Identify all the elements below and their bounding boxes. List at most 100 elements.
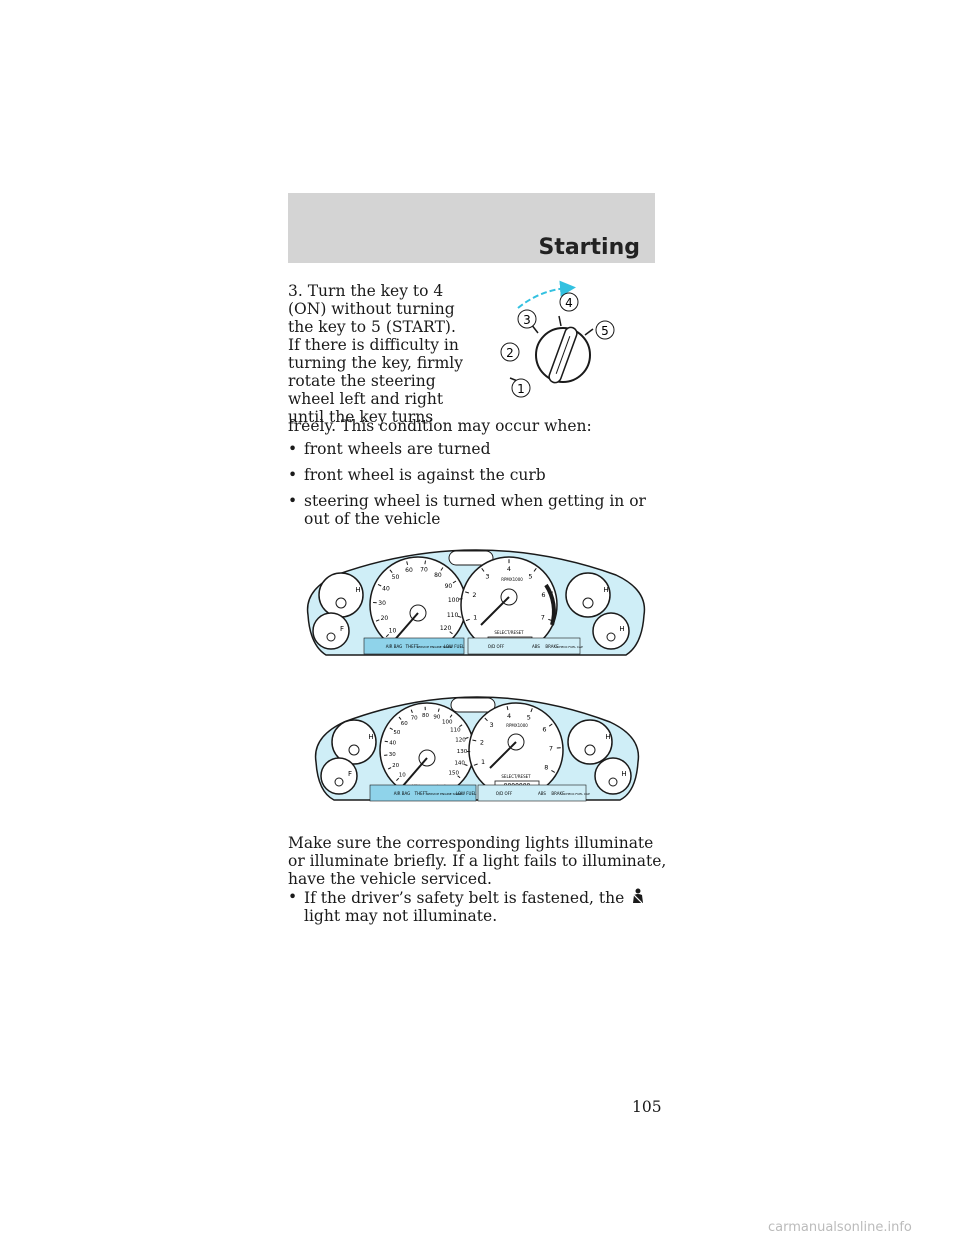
warn-abs-2: ABS [538, 791, 546, 796]
condition-list: •front wheels are turned •front wheel is… [288, 440, 668, 536]
instrument-cluster-1: H F MPH km/h FUEL DOOR RPMX1000 SELECT/R… [306, 549, 646, 656]
select-reset-label-2: SELECT/RESET [501, 774, 531, 779]
speed-numeral: 70 [411, 715, 418, 721]
warn-od-2: O/D OFF [496, 791, 513, 796]
dial-tick [459, 724, 463, 728]
speed-numeral: 120 [440, 625, 452, 632]
dial-tick [457, 775, 461, 779]
dial-tick [406, 561, 409, 566]
oil-hot-letter-1: H [619, 625, 624, 633]
dial-tick [465, 618, 470, 622]
speed-numeral: 70 [420, 567, 428, 574]
dial-tick [389, 569, 393, 574]
ignition-label-3: 3 [523, 313, 531, 327]
dial-tick [548, 591, 553, 594]
watermark: carmanualsonline.info [768, 1220, 912, 1235]
speed-numeral: 60 [405, 567, 413, 574]
step-3-text: 3. Turn the key to 4 (ON) without turnin… [288, 282, 456, 336]
dial-tick [377, 583, 382, 587]
check-lights-paragraph: Make sure the corresponding lights illum… [288, 834, 667, 888]
dial-tick [551, 769, 556, 773]
speed-numeral: 40 [389, 741, 396, 747]
instrument-cluster-2: H F MPH km/h FUEL DOOR RPMX1000 SELECT/R… [314, 696, 640, 802]
dial-tick [548, 618, 553, 622]
tach-numeral: 2 [472, 591, 476, 599]
speed-numeral: 140 [454, 760, 465, 766]
warn-theft-1: THEFT [405, 644, 419, 649]
seatbelt-icon [633, 888, 644, 904]
speed-numeral: 90 [433, 714, 440, 720]
tach-numeral: 2 [480, 738, 484, 746]
dial-tick [533, 568, 537, 572]
list-item: • If the driver’s safety belt is fastene… [288, 888, 668, 925]
tach-numeral: 6 [541, 591, 545, 599]
dial-tick [457, 615, 462, 618]
speed-numeral: 110 [447, 612, 459, 619]
warn-theft-2: THEFT [414, 791, 428, 796]
speed-numeral: 30 [389, 752, 396, 758]
speed-numeral: 80 [422, 713, 429, 719]
speed-numeral: 100 [448, 597, 460, 604]
page-number: 105 [632, 1098, 662, 1116]
speed-numeral: 120 [455, 738, 466, 744]
dial-tick [465, 591, 470, 594]
list-item: •steering wheel is turned when getting i… [288, 492, 646, 528]
dial-tick [398, 716, 402, 720]
warning-strip-left-2 [369, 784, 477, 802]
dial-tick [506, 705, 509, 711]
dial-tick [449, 631, 453, 635]
section-header: Starting [288, 193, 655, 263]
belt-note-after: light may not illuminate. [304, 907, 498, 925]
list-item: •front wheel is against the curb [288, 466, 546, 484]
speed-numeral: 20 [381, 615, 389, 622]
rpm-label-1: RPMX1000 [501, 577, 523, 582]
dial-tick [473, 763, 478, 766]
speed-numeral: 90 [445, 583, 453, 590]
tach-numeral: 8 [544, 764, 548, 772]
warn-brake-1: BRAKE [545, 644, 559, 649]
tach-numeral: 4 [507, 712, 511, 720]
dial-tick [458, 598, 463, 600]
dial-tick [410, 709, 413, 713]
warning-strip-right-1 [467, 637, 581, 655]
temp-hot-letter-1: H [355, 586, 360, 594]
dial-tick [384, 740, 388, 743]
warn-od-1: O/D OFF [488, 644, 505, 649]
tach-numeral: 5 [527, 714, 531, 722]
ignition-label-2: 2 [506, 346, 514, 360]
belt-note-before: If the driver’s safety belt is fastened,… [304, 889, 625, 907]
speed-numeral: 100 [442, 719, 453, 725]
dial-tick [465, 737, 469, 739]
warn-airbag-2: AIR BAG [394, 791, 410, 796]
speed-numeral: 150 [449, 770, 460, 776]
ignition-label-5: 5 [601, 324, 609, 338]
speed-numeral: 40 [382, 586, 390, 593]
dial-tick [452, 580, 457, 584]
tach-numeral: 3 [485, 572, 489, 580]
tach-numeral: 6 [542, 726, 546, 734]
warning-strip-left-1 [363, 637, 465, 655]
warn-lowfuel-1: LOW FUEL [444, 644, 465, 649]
tach-numeral: 7 [549, 744, 553, 752]
dial-tick [440, 567, 444, 571]
warn-lowfuel-2: LOW FUEL [456, 791, 477, 796]
speed-numeral: 10 [389, 628, 397, 635]
dial-tick [472, 739, 477, 742]
dial-tick [484, 717, 488, 722]
fuel-full-letter-2: F [348, 770, 352, 778]
fuel-full-letter-1: F [340, 625, 344, 633]
speed-numeral: 80 [434, 572, 442, 579]
warn-brake-2: BRAKE [551, 791, 565, 796]
tach-numeral: 4 [507, 565, 511, 573]
dial-tick [530, 708, 533, 713]
ignition-key-diagram: 1 2 3 4 5 [500, 280, 615, 398]
speed-numeral: 10 [399, 773, 406, 779]
dial-tick [437, 708, 440, 712]
speed-numeral: 130 [457, 749, 468, 755]
tach-numeral: 5 [528, 572, 532, 580]
rpm-label-2: RPMX1000 [506, 723, 528, 728]
tach-numeral: 1 [473, 614, 477, 622]
dial-tick [449, 714, 453, 718]
gauge-hot-letter-2: H [605, 733, 610, 741]
difficulty-continuation: freely. This condition may occur when: [288, 417, 592, 435]
